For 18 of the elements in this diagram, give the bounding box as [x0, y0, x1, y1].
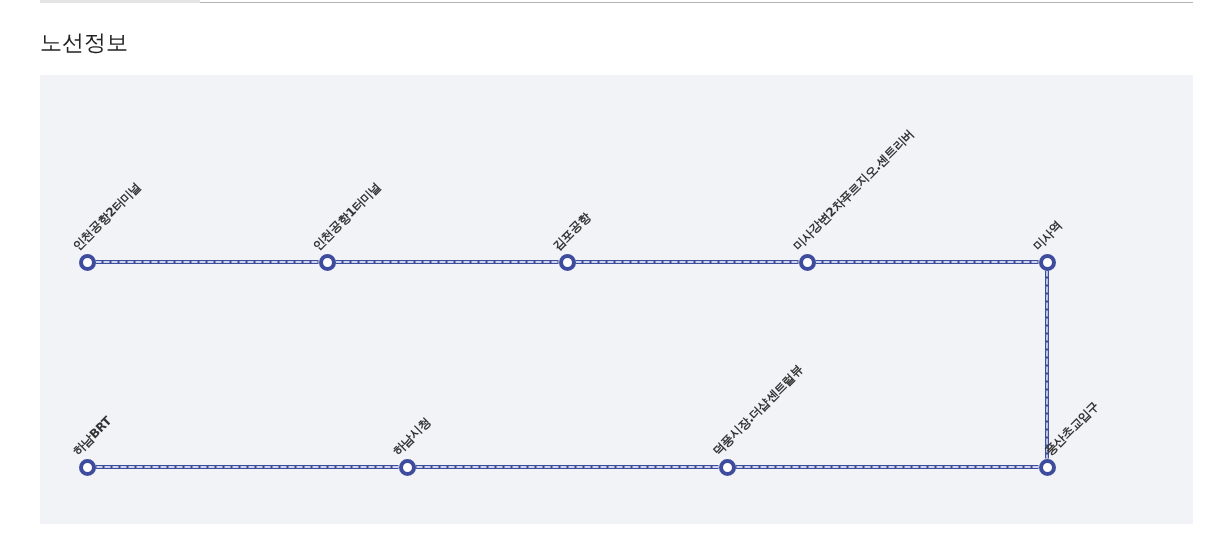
- route-line: [734, 465, 1040, 469]
- station-marker: [718, 458, 736, 476]
- route-line: [574, 260, 800, 264]
- route-line: [1045, 269, 1049, 460]
- route-line: [414, 465, 720, 469]
- station-marker: [318, 253, 336, 271]
- station-marker: [558, 253, 576, 271]
- route-line: [814, 260, 1040, 264]
- station-marker: [798, 253, 816, 271]
- station-marker: [1038, 458, 1056, 476]
- section-title: 노선정보: [40, 29, 128, 57]
- station-marker: [78, 458, 96, 476]
- station-marker: [78, 253, 96, 271]
- station-marker: [1038, 253, 1056, 271]
- route-line: [334, 260, 560, 264]
- route-line: [94, 465, 400, 469]
- station-marker: [398, 458, 416, 476]
- route-line: [94, 260, 320, 264]
